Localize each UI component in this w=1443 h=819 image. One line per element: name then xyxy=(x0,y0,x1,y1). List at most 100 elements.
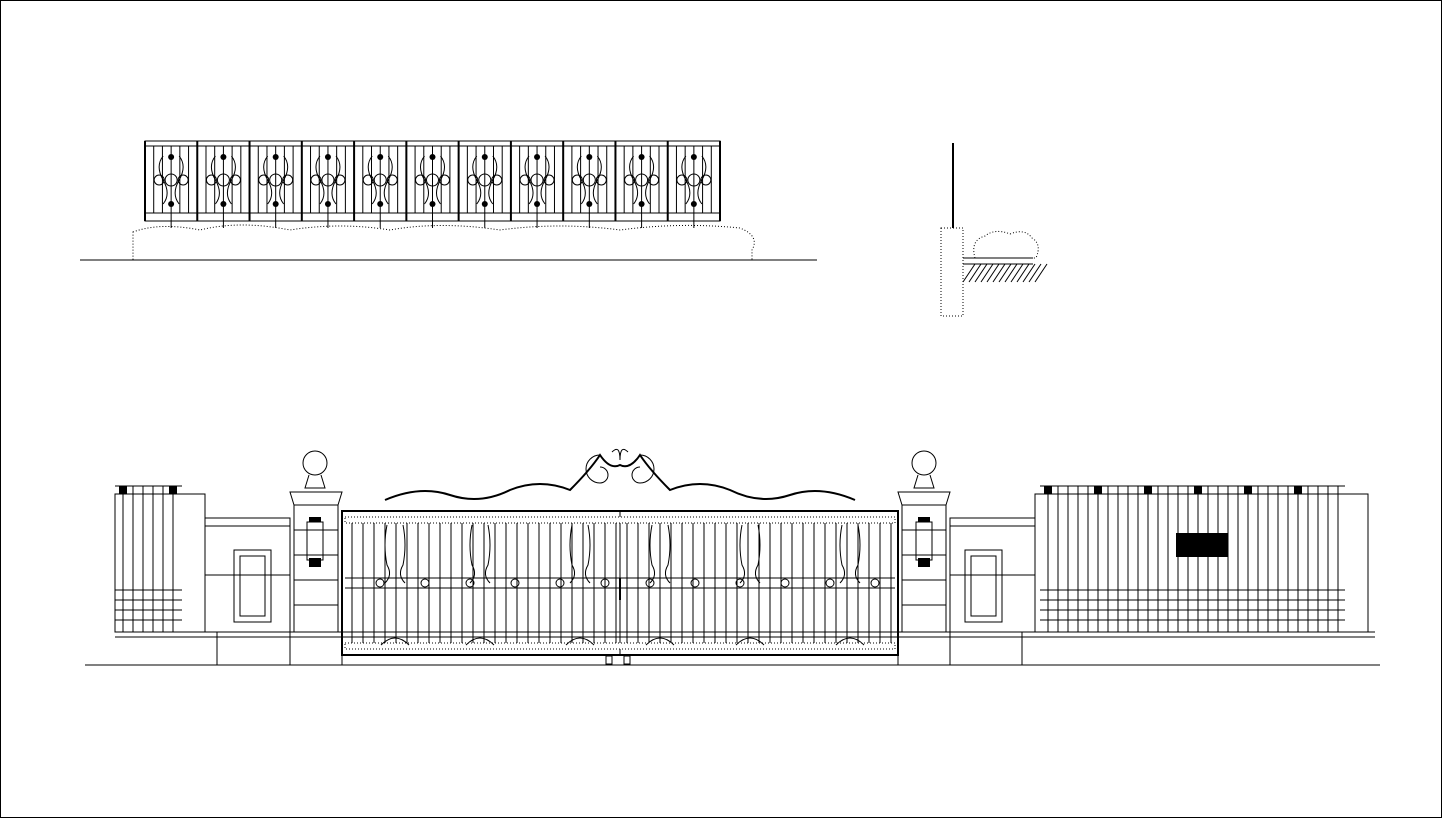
fence-hedge-base xyxy=(132,224,755,261)
ornament-rosette xyxy=(216,173,230,187)
grille-cap xyxy=(169,486,177,494)
pillar-ball-finial xyxy=(911,450,937,476)
pillar-cap xyxy=(897,474,951,506)
gate-rosette xyxy=(780,578,790,588)
ornament-dot xyxy=(272,201,279,207)
pillar-base xyxy=(897,631,951,666)
pillar-ball-finial xyxy=(302,450,328,476)
fence-panel xyxy=(196,141,242,228)
fence-panel xyxy=(509,141,555,228)
fence-panel xyxy=(666,141,712,228)
ornament-scroll xyxy=(629,155,655,205)
line-work xyxy=(1022,263,1036,283)
line-work xyxy=(1016,263,1030,283)
gate-rosette xyxy=(465,578,475,588)
gate-rosette xyxy=(870,578,880,588)
pillar-cap xyxy=(289,474,343,506)
fence-panel xyxy=(300,141,346,228)
ornament-rosette xyxy=(321,173,335,187)
fence-panel xyxy=(144,141,190,228)
gate-rosette xyxy=(510,578,520,588)
ornament-leaf xyxy=(519,174,531,186)
ornament-dot xyxy=(429,154,436,160)
ornament-leaf xyxy=(648,174,660,186)
ornament-dot xyxy=(377,154,384,160)
left-wall-panel xyxy=(114,493,206,633)
line-work xyxy=(962,263,976,283)
ornament-leaf xyxy=(676,174,688,186)
ornament-dot xyxy=(638,201,645,207)
grille-cap xyxy=(1044,486,1052,494)
gate-scroll xyxy=(569,524,591,584)
ornament-leaf xyxy=(362,174,374,186)
gate-rosette xyxy=(375,578,385,588)
gate-elevation xyxy=(85,448,1380,666)
lantern-top xyxy=(918,517,930,522)
ornament-dot xyxy=(220,201,227,207)
gate-pillar xyxy=(897,450,951,666)
ornament-rosette xyxy=(582,173,596,187)
line-work xyxy=(998,263,1012,283)
ornament-dot xyxy=(534,154,541,160)
ornament-dot xyxy=(690,201,697,207)
ornament-scroll xyxy=(315,155,341,205)
line-work xyxy=(974,263,988,283)
fence-section xyxy=(940,143,1048,317)
ornament-leaf xyxy=(595,174,607,186)
gate-bottom-ornament xyxy=(735,637,765,646)
ornament-dot xyxy=(534,201,541,207)
fence-panel xyxy=(562,141,608,228)
ornament-leaf xyxy=(386,174,398,186)
ornament-rosette xyxy=(478,173,492,187)
pillar-shaft xyxy=(293,504,339,633)
ornament-leaf xyxy=(543,174,555,186)
ornament-rosette xyxy=(164,173,178,187)
lantern-base xyxy=(309,558,321,567)
ornament-leaf xyxy=(205,174,217,186)
line-work xyxy=(980,263,994,283)
left-wall-grille xyxy=(115,485,182,632)
ornament-leaf xyxy=(177,174,189,186)
section-hedge xyxy=(973,230,1039,259)
line-work xyxy=(1028,263,1042,283)
ornament-rosette xyxy=(687,173,701,187)
gate-rosette xyxy=(735,578,745,588)
ornament-dot xyxy=(586,154,593,160)
ornament-leaf xyxy=(415,174,426,186)
ornament-scroll xyxy=(472,155,498,205)
ornament-scroll xyxy=(420,155,445,205)
ornament-scroll xyxy=(367,155,393,205)
fence-panel xyxy=(457,141,503,228)
ornament-rosette xyxy=(635,173,649,187)
ornament-scroll xyxy=(263,155,289,205)
lantern-base xyxy=(918,558,930,567)
gate-stop xyxy=(623,655,631,665)
line-work xyxy=(986,263,1000,283)
ornament-scroll xyxy=(576,155,602,205)
gate-rosette xyxy=(690,578,700,588)
line-work xyxy=(1010,263,1024,283)
ornament-scroll xyxy=(210,155,236,205)
gate-rosette xyxy=(600,578,610,588)
grille-cap xyxy=(1294,486,1302,494)
grille-cap xyxy=(1244,486,1252,494)
ornament-leaf xyxy=(491,174,503,186)
ornament-leaf xyxy=(700,174,712,186)
gate-bottom-ornament xyxy=(565,637,595,646)
fence-elevation xyxy=(80,140,817,261)
fence-panel xyxy=(353,141,399,228)
nameplate xyxy=(1176,533,1228,557)
ornament-dot xyxy=(220,154,227,160)
line-work xyxy=(1004,263,1018,283)
ornament-leaf xyxy=(153,174,165,186)
ornament-rosette xyxy=(373,173,387,187)
gate-scroll xyxy=(649,524,671,584)
lantern-icon xyxy=(915,521,933,561)
gate-stop xyxy=(605,655,613,665)
ornament-dot xyxy=(168,201,175,207)
fence-panel xyxy=(405,141,451,228)
ornament-leaf xyxy=(571,174,583,186)
gate-bottom-ornament xyxy=(645,637,675,646)
